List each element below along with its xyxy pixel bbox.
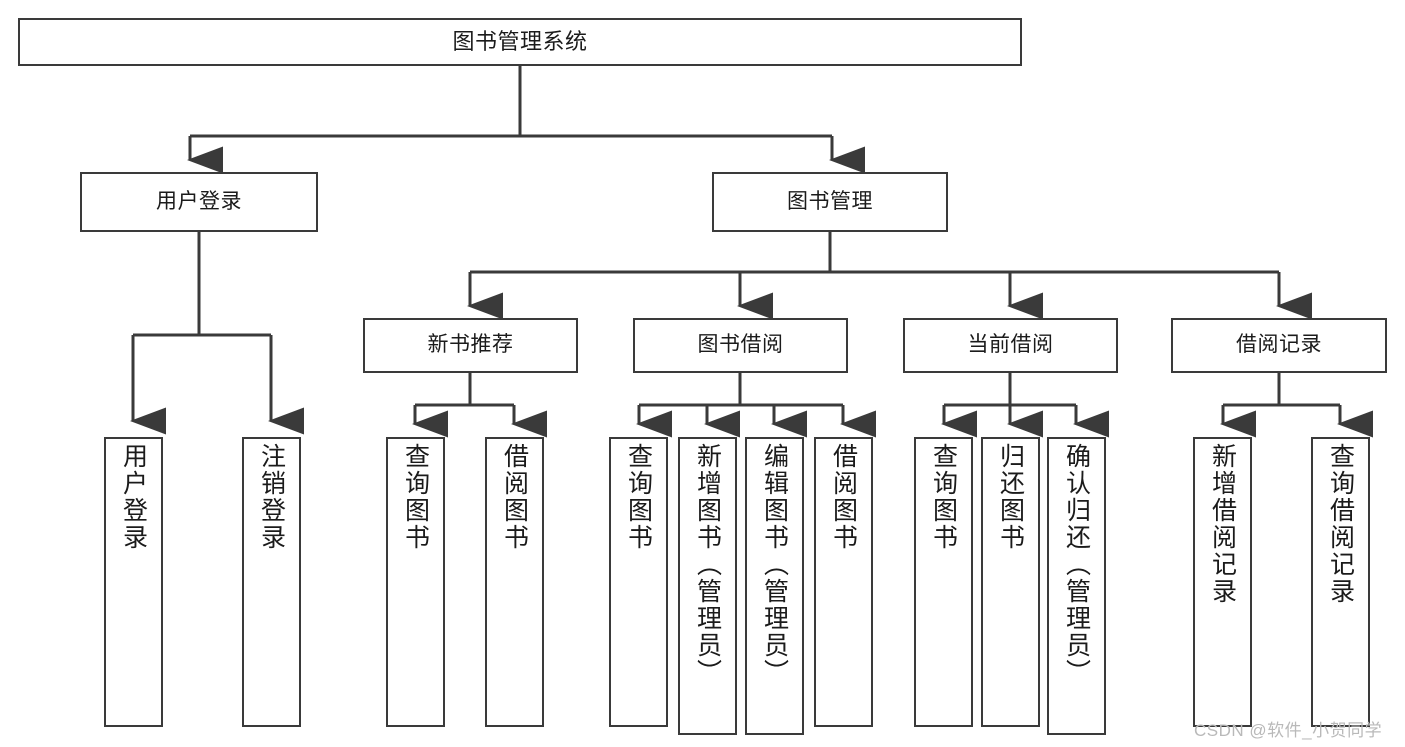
node-root-system[interactable]: 图书管理系统 [18, 18, 1022, 66]
leaf-add-borrow-record[interactable]: 新增借阅记录 [1193, 437, 1252, 727]
node-borrow-records[interactable]: 借阅记录 [1171, 318, 1387, 373]
leaf-query-book-borrow[interactable]: 查询图书 [609, 437, 668, 727]
leaf-query-book-current[interactable]: 查询图书 [914, 437, 973, 727]
node-label: 注销登录 [257, 443, 286, 551]
leaf-user-login[interactable]: 用户登录 [104, 437, 163, 727]
node-current-borrow[interactable]: 当前借阅 [903, 318, 1118, 373]
leaf-return-book[interactable]: 归还图书 [981, 437, 1040, 727]
csdn-watermark: CSDN @软件_小贺同学 [1194, 721, 1383, 740]
node-label: 借阅记录 [1236, 333, 1322, 357]
node-label: 借阅图书 [500, 443, 529, 551]
node-book-management[interactable]: 图书管理 [712, 172, 948, 232]
node-label: 用户登录 [119, 443, 148, 551]
node-label: 借阅图书 [829, 443, 858, 551]
node-label: 编辑图书（管理员） [760, 443, 789, 686]
node-book-borrow[interactable]: 图书借阅 [633, 318, 848, 373]
leaf-edit-book-admin[interactable]: 编辑图书（管理员） [745, 437, 804, 735]
leaf-add-book-admin[interactable]: 新增图书（管理员） [678, 437, 737, 735]
leaf-query-book-recommend[interactable]: 查询图书 [386, 437, 445, 727]
node-label: 新增借阅记录 [1208, 443, 1237, 605]
node-label: 当前借阅 [967, 333, 1054, 357]
node-label: 图书管理 [787, 189, 873, 213]
node-label: 图书管理系统 [452, 29, 588, 55]
node-new-book-recommend[interactable]: 新书推荐 [363, 318, 578, 373]
leaf-query-borrow-record[interactable]: 查询借阅记录 [1311, 437, 1370, 727]
node-label: 新增图书（管理员） [693, 443, 722, 686]
leaf-borrow-book-recommend[interactable]: 借阅图书 [485, 437, 544, 727]
node-label: 确认归还（管理员） [1062, 443, 1091, 686]
leaf-borrow-book[interactable]: 借阅图书 [814, 437, 873, 727]
node-label: 查询图书 [624, 443, 653, 551]
node-label: 图书借阅 [697, 333, 784, 357]
node-label: 用户登录 [156, 189, 242, 213]
node-label: 查询借阅记录 [1326, 443, 1355, 605]
node-user-login[interactable]: 用户登录 [80, 172, 318, 232]
leaf-logout[interactable]: 注销登录 [242, 437, 301, 727]
node-label: 新书推荐 [427, 333, 514, 357]
node-label: 查询图书 [929, 443, 958, 551]
leaf-confirm-return-admin[interactable]: 确认归还（管理员） [1047, 437, 1106, 735]
node-label: 查询图书 [401, 443, 430, 551]
node-label: 归还图书 [996, 443, 1025, 551]
